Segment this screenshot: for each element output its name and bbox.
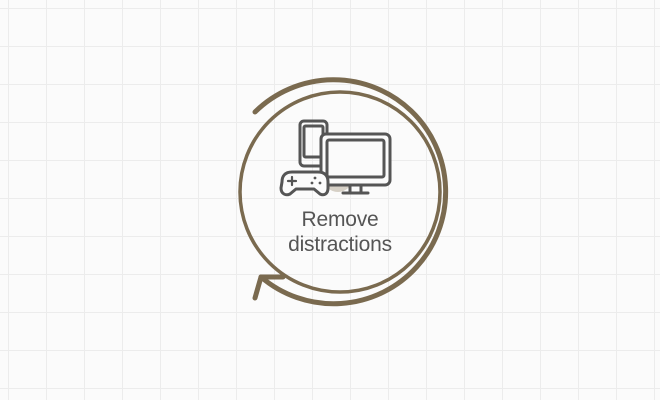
cycle-arrow-icon bbox=[252, 77, 449, 307]
caption-line-2: distractions bbox=[288, 233, 392, 256]
gamepad-icon bbox=[279, 170, 330, 197]
caption-label: Remove distractions bbox=[230, 207, 450, 257]
monitor-icon bbox=[319, 132, 392, 195]
inner-ring bbox=[238, 90, 442, 294]
caption-line-1: Remove bbox=[301, 208, 379, 231]
